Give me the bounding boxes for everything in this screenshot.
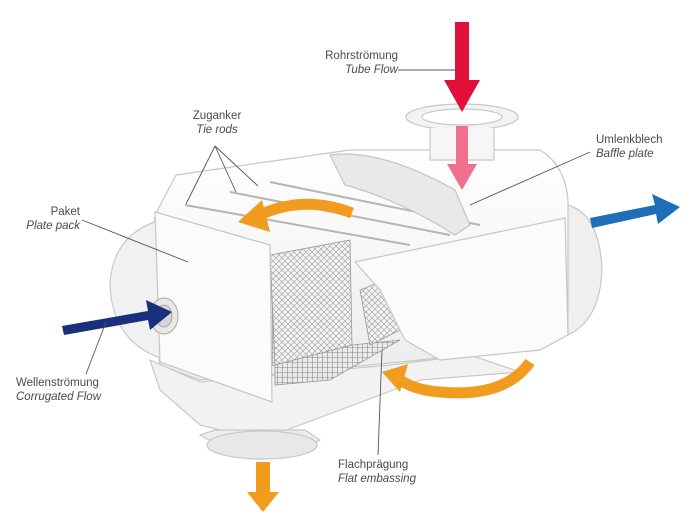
label-baffle-plate: Umlenkblech Baffle plate (596, 134, 663, 160)
label-tie-rods: Zuganker Tie rods (192, 110, 242, 136)
leader-lines (81, 69, 591, 456)
tube-flow-arrow (444, 22, 480, 190)
baffle-plate (329, 153, 471, 236)
label-plate-pack: Paket Plate pack (26, 206, 80, 232)
outlet-right-arrow (590, 194, 680, 228)
circulation-arrows (238, 198, 535, 399)
label-flat-embossing: Flachprägung Flat embassing (338, 459, 416, 485)
label-corrugated-flow: Wellenströmung Corrugated Flow (16, 377, 102, 403)
front-panels (154, 211, 569, 403)
label-tube-flow: Rohrströmung Tube Flow (325, 50, 398, 76)
outlet-bottom-arrow (247, 462, 279, 512)
corrugated-flow-arrow (62, 300, 172, 335)
